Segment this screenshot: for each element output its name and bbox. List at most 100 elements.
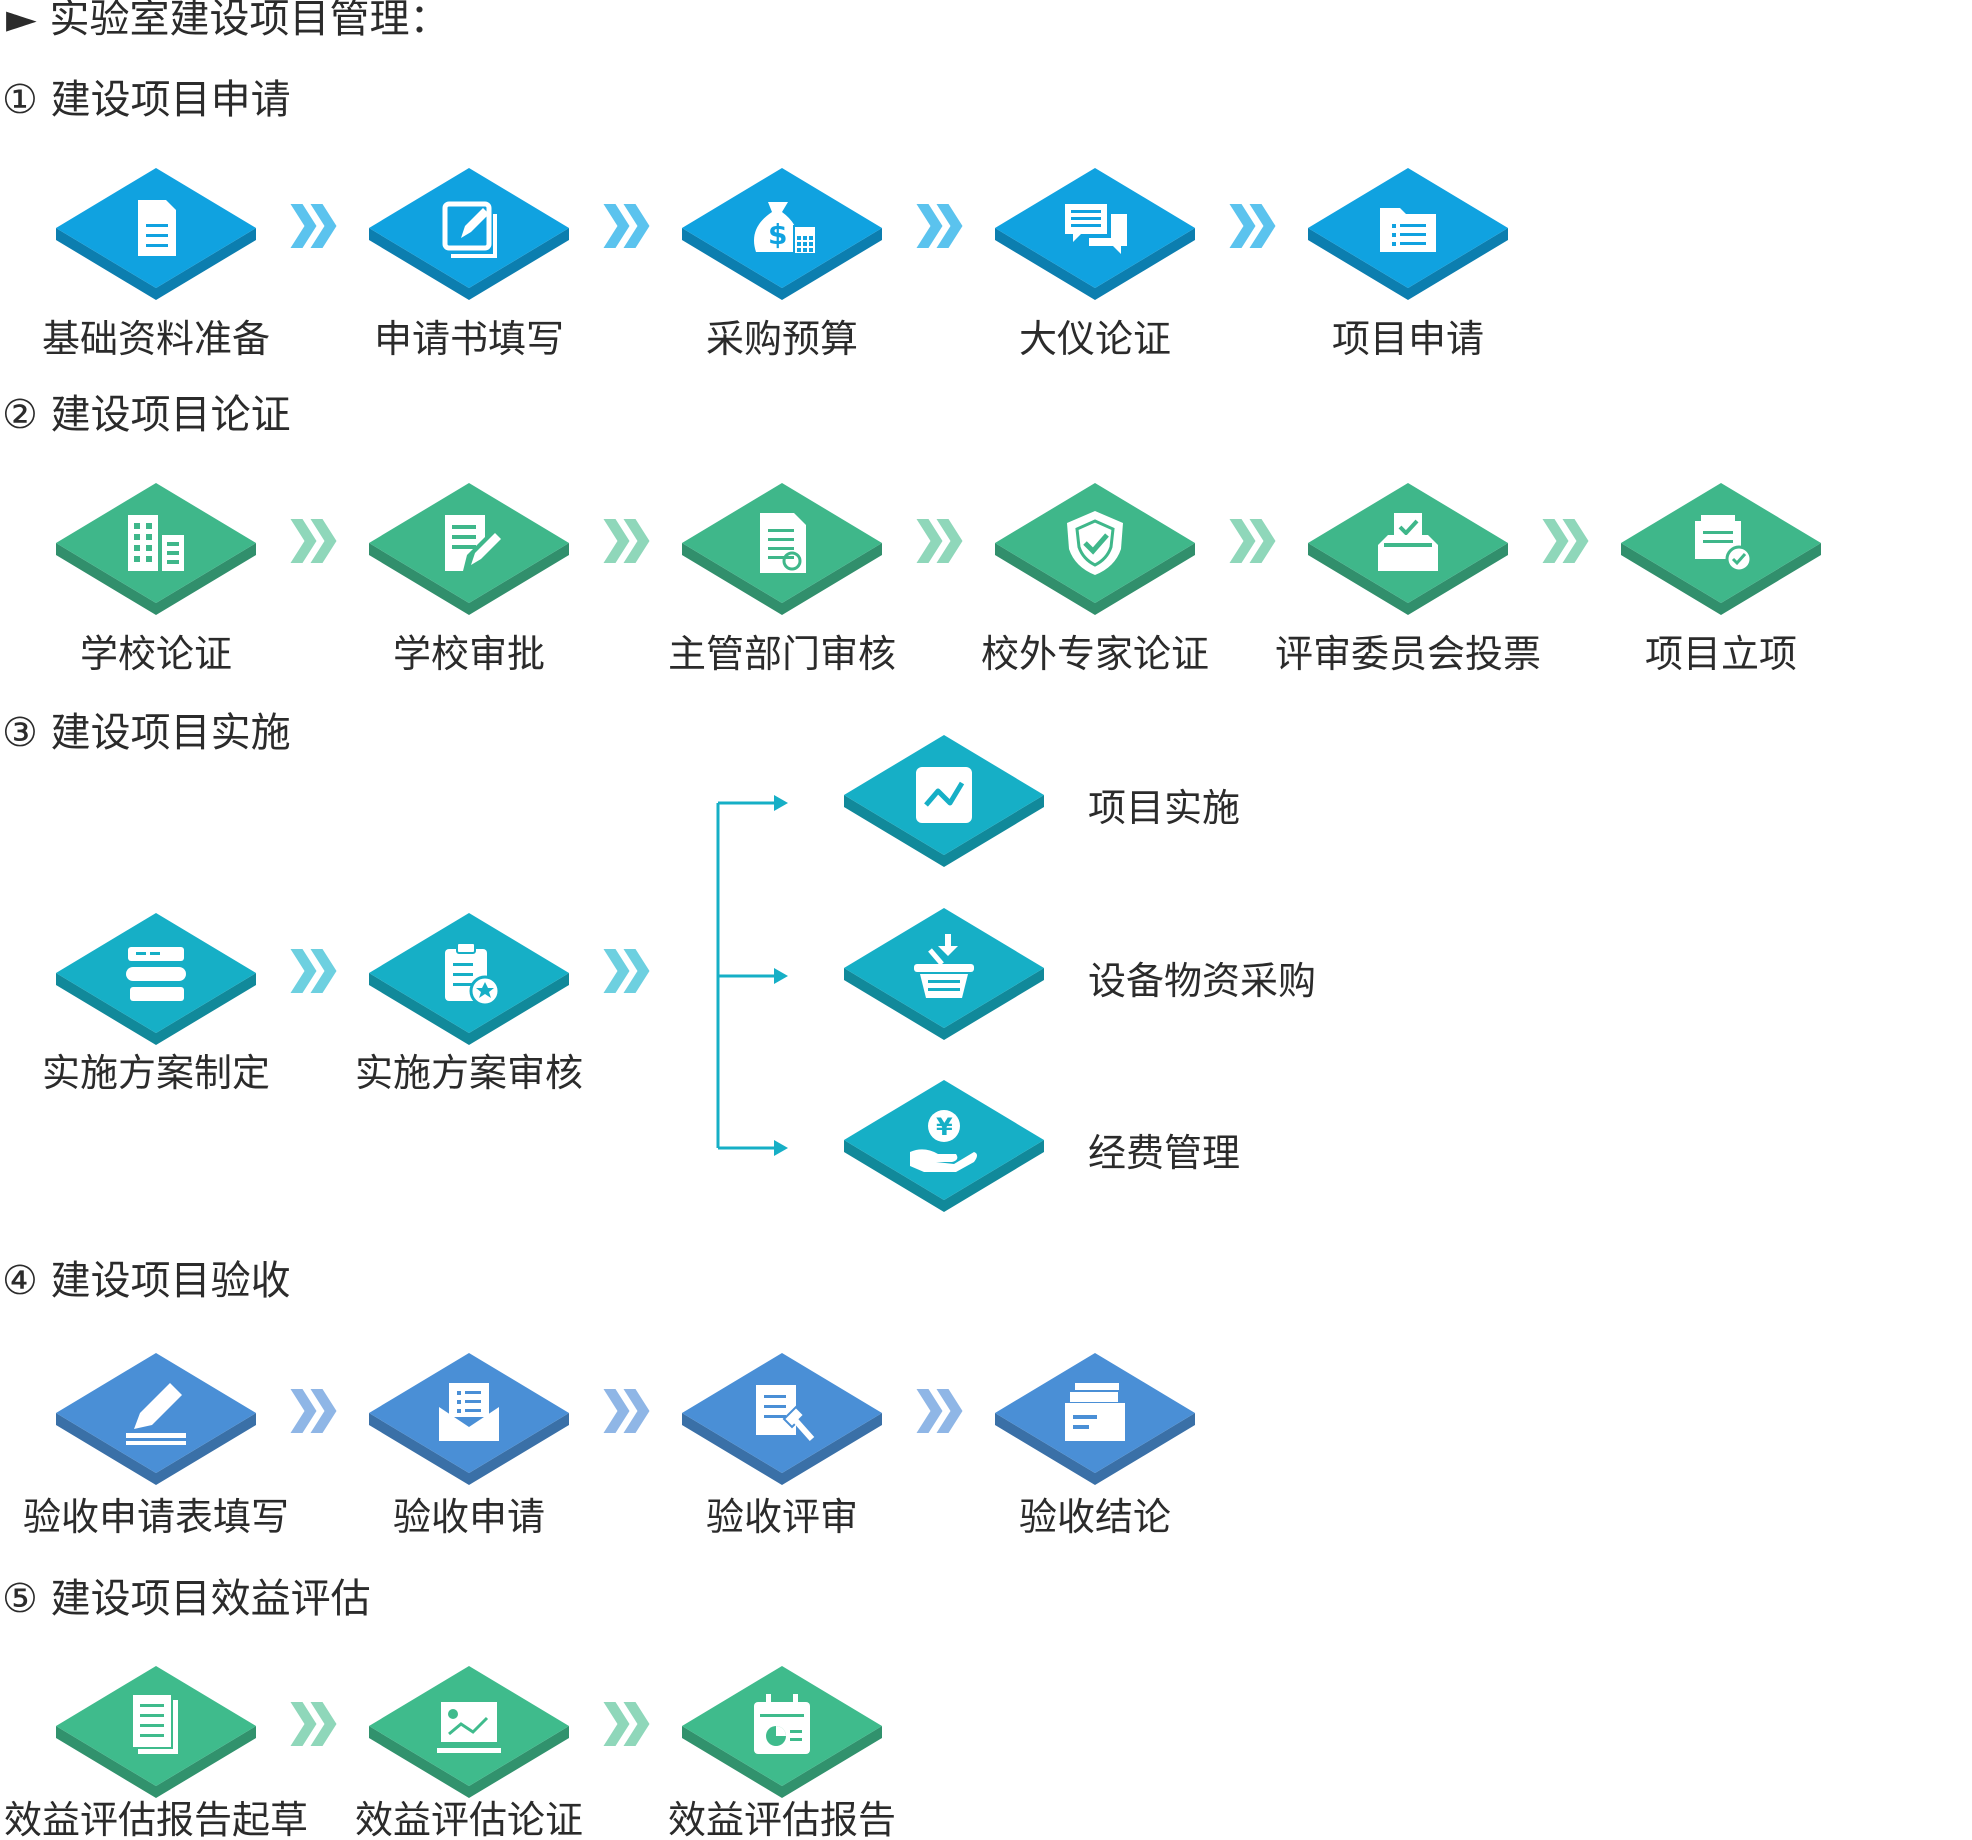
step-label: 学校论证 <box>80 632 232 676</box>
branch-label: 设备物资采购 <box>1088 959 1316 1003</box>
branch-label: 经费管理 <box>1088 1131 1240 1175</box>
ballot-box-icon <box>1378 513 1438 571</box>
presentation-chart-icon <box>437 1702 501 1753</box>
envelope-letter-icon <box>439 1383 499 1441</box>
step-tile <box>56 483 256 615</box>
chevron-arrow-icon <box>290 949 337 993</box>
section-heading: ③ 建设项目实施 <box>2 710 291 756</box>
step-tile <box>369 483 569 615</box>
folder-list-icon <box>1380 208 1436 252</box>
branch-arrowhead-icon <box>774 795 788 811</box>
line-chart-icon <box>916 767 972 823</box>
branch-tile <box>844 735 1044 867</box>
step-tile <box>369 168 569 300</box>
step-label: 效益评估论证 <box>355 1798 583 1840</box>
chevron-arrow-icon <box>290 1389 337 1433</box>
step-tile <box>369 1353 569 1485</box>
approved-file-icon <box>1695 515 1753 573</box>
report-pages-icon <box>131 1693 178 1754</box>
shield-check-icon <box>1067 511 1123 575</box>
step-label: 项目立项 <box>1645 632 1797 676</box>
step-label: 主管部门审核 <box>668 632 896 676</box>
step-tile <box>682 1666 882 1798</box>
chevron-arrow-icon <box>603 1702 650 1746</box>
chat-discussion-icon <box>1065 204 1127 254</box>
chevron-arrow-icon <box>290 204 337 248</box>
step-tile <box>1308 483 1508 615</box>
file-drawer-icon <box>1065 1383 1125 1441</box>
step-label: 评审委员会投票 <box>1275 632 1541 676</box>
step-label: 基础资料准备 <box>42 317 270 361</box>
diagram-title: ► 实验室建设项目管理： <box>6 0 449 42</box>
chevron-arrow-icon <box>290 1702 337 1746</box>
step-tile <box>56 1353 256 1485</box>
step-label: 验收结论 <box>1019 1495 1171 1539</box>
chevron-arrow-icon <box>603 519 650 563</box>
branch-tile: ¥ <box>844 1080 1044 1212</box>
step-tile <box>56 913 256 1045</box>
step-tile <box>1621 483 1821 615</box>
branch-arrowhead-icon <box>774 1140 788 1156</box>
step-tile: $ <box>682 168 882 300</box>
section-heading: ① 建设项目申请 <box>2 77 291 123</box>
chevron-arrow-icon <box>1229 204 1276 248</box>
svg-text:¥: ¥ <box>936 1113 953 1141</box>
step-label: 验收申请表填写 <box>23 1495 289 1539</box>
section-heading: ⑤ 建设项目效益评估 <box>2 1576 371 1622</box>
chevron-arrow-icon <box>290 519 337 563</box>
step-label: 实施方案审核 <box>355 1051 583 1095</box>
svg-text:$: $ <box>768 218 787 251</box>
chevron-arrow-icon <box>603 949 650 993</box>
clipboard-star-icon <box>445 942 501 1007</box>
section-heading: ④ 建设项目验收 <box>2 1258 291 1304</box>
step-tile <box>995 483 1195 615</box>
step-label: 效益评估报告起草 <box>4 1798 308 1840</box>
building-icon <box>128 515 184 571</box>
gavel-review-icon <box>756 1385 815 1441</box>
step-label: 效益评估报告 <box>668 1798 896 1840</box>
document-seal-icon <box>760 513 806 573</box>
step-tile <box>369 1666 569 1798</box>
money-bag-calculator-icon: $ <box>754 202 817 255</box>
step-tile <box>682 1353 882 1485</box>
chevron-arrow-icon <box>916 1389 963 1433</box>
chevron-arrow-icon <box>1229 519 1276 563</box>
step-tile <box>56 1666 256 1798</box>
step-label: 验收评审 <box>706 1495 858 1539</box>
pen-approve-icon <box>445 515 501 571</box>
step-tile <box>369 913 569 1045</box>
step-label: 实施方案制定 <box>42 1051 270 1095</box>
step-label: 采购预算 <box>706 317 858 361</box>
books-stack-icon <box>126 947 186 1001</box>
step-label: 项目申请 <box>1332 317 1484 361</box>
yen-hand-icon: ¥ <box>910 1110 977 1172</box>
pencil-write-icon <box>126 1383 186 1445</box>
edit-form-icon <box>442 201 497 258</box>
step-tile <box>995 168 1195 300</box>
branch-label: 项目实施 <box>1088 786 1240 830</box>
step-label: 验收申请 <box>393 1495 545 1539</box>
step-tile <box>995 1353 1195 1485</box>
chevron-arrow-icon <box>916 519 963 563</box>
step-label: 学校审批 <box>393 632 545 676</box>
step-tile <box>682 483 882 615</box>
calendar-chart-icon <box>754 1694 810 1754</box>
chevron-arrow-icon <box>1542 519 1589 563</box>
chevron-arrow-icon <box>916 204 963 248</box>
chevron-arrow-icon <box>603 204 650 248</box>
step-tile <box>1308 168 1508 300</box>
section-heading: ② 建设项目论证 <box>2 392 291 438</box>
chevron-arrow-icon <box>603 1389 650 1433</box>
step-label: 申请书填写 <box>374 317 564 361</box>
step-label: 大仪论证 <box>1019 317 1171 361</box>
shopping-basket-icon <box>914 934 974 998</box>
branch-tile <box>844 908 1044 1040</box>
step-label: 校外专家论证 <box>981 632 1209 676</box>
